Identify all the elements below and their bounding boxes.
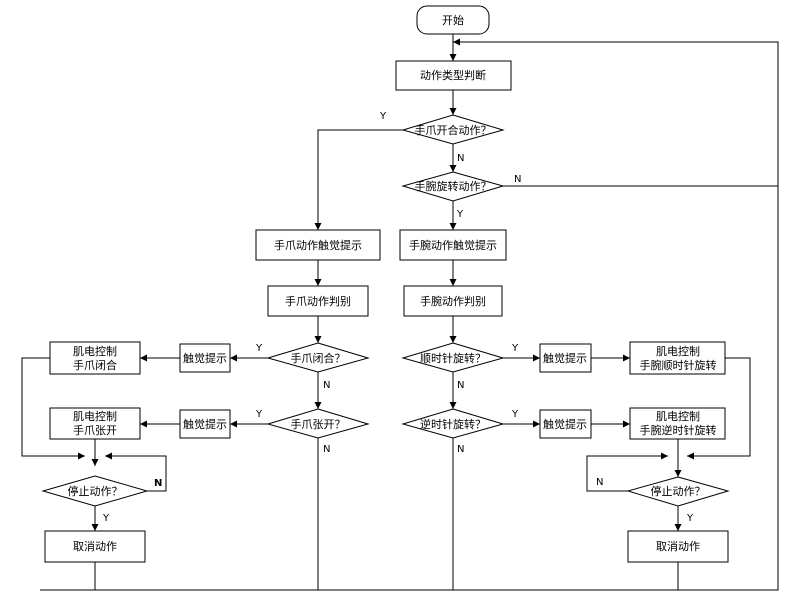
- cw-rotate-decision-label: 顺时针旋转？: [420, 351, 486, 365]
- edge-emg-cw-merge: [687, 357, 751, 460]
- wrist-tactile-box: [399, 229, 507, 261]
- tactile-box-2: [179, 409, 231, 439]
- label-stop-left-no: N: [154, 478, 162, 489]
- connectors: [21, 34, 779, 591]
- tactile-box-4: [539, 409, 592, 439]
- tactile-box-3: [539, 343, 592, 373]
- tactile-label-2: 触觉提示: [183, 417, 227, 431]
- edge-stop-left-no: [105, 452, 167, 492]
- cancel-right-label: 取消动作: [656, 539, 700, 553]
- edge-return-loop: [40, 38, 779, 591]
- label-ccw-no: N: [457, 444, 464, 455]
- edge-emg-close-merge: [21, 357, 85, 460]
- label-ccw-yes: Y: [511, 409, 519, 420]
- tactile-box-1: [179, 343, 231, 373]
- open-close-decision-label: 手爪开合动作？: [415, 123, 492, 137]
- wrist-rotate-decision: [401, 171, 505, 202]
- label-wrist-no: N: [514, 174, 521, 185]
- cancel-right-box: [627, 530, 729, 563]
- open-close-decision: [401, 114, 505, 145]
- edge-openclose-yes: [314, 129, 403, 230]
- emg-wrist-ccw-line1: 肌电控制: [656, 409, 700, 423]
- emg-wrist-cw-box: [629, 341, 726, 375]
- stop-right-decision: [626, 476, 730, 507]
- cw-rotate-decision: [401, 342, 505, 373]
- ccw-rotate-decision-label: 逆时针旋转？: [420, 417, 486, 431]
- label-cw-no: N: [457, 380, 464, 391]
- edge-stop-right-no: [586, 452, 668, 492]
- emg-wrist-ccw-box: [629, 407, 726, 440]
- wrist-rotate-decision-label: 手腕旋转动作？: [415, 179, 492, 193]
- ccw-rotate-decision: [401, 408, 505, 439]
- stop-left-decision-label: 停止动作？: [68, 484, 123, 498]
- emg-claw-close-line2: 手爪闭合: [73, 358, 117, 372]
- stop-left-decision: [41, 475, 149, 507]
- label-openclose-yes: Y: [379, 111, 387, 122]
- start-terminal: [416, 5, 490, 35]
- claw-close-decision-label: 手爪闭合？: [291, 351, 346, 365]
- claw-tactile-label: 手爪动作触觉提示: [274, 238, 362, 252]
- label-cw-yes: Y: [511, 343, 519, 354]
- emg-wrist-ccw-line2: 手腕逆时针旋转: [640, 423, 717, 437]
- label-claw-open-yes: Y: [255, 409, 263, 420]
- cancel-left-label: 取消动作: [73, 539, 117, 553]
- wrist-judge-box: [403, 285, 503, 317]
- claw-close-decision: [266, 342, 370, 373]
- tactile-label-3: 触觉提示: [543, 351, 587, 365]
- emg-claw-close-line1: 肌电控制: [73, 344, 117, 358]
- claw-judge-label: 手爪动作判别: [285, 294, 351, 308]
- label-stop-right-yes: Y: [686, 513, 694, 524]
- action-type-box: [395, 60, 512, 91]
- claw-judge-box: [267, 285, 369, 317]
- claw-open-decision: [266, 408, 370, 439]
- label-claw-close-yes: Y: [255, 343, 263, 354]
- label-stop-left-yes: Y: [102, 513, 110, 524]
- label-claw-open-no: N: [323, 444, 330, 455]
- action-type-label: 动作类型判断: [420, 68, 486, 82]
- emg-claw-close-box: [49, 341, 141, 375]
- label-stop-right-no: N: [596, 477, 603, 488]
- label-claw-close-no: N: [323, 380, 330, 391]
- start-label: 开始: [442, 13, 464, 27]
- emg-claw-open-box: [49, 407, 141, 440]
- claw-open-decision-label: 手爪张开？: [291, 417, 346, 431]
- tactile-label-1: 触觉提示: [183, 351, 227, 365]
- label-wrist-yes: Y: [456, 209, 464, 220]
- stop-right-decision-label: 停止动作？: [651, 484, 706, 498]
- emg-claw-open-line1: 肌电控制: [73, 409, 117, 423]
- tactile-label-4: 触觉提示: [543, 417, 587, 431]
- emg-wrist-cw-line1: 肌电控制: [656, 344, 700, 358]
- wrist-tactile-label: 手腕动作触觉提示: [409, 238, 497, 252]
- label-openclose-no: N: [457, 153, 464, 164]
- emg-claw-open-line2: 手爪张开: [73, 423, 117, 437]
- wrist-judge-label: 手腕动作判别: [420, 294, 486, 308]
- emg-wrist-cw-line2: 手腕顺时针旋转: [640, 358, 717, 372]
- cancel-left-box: [44, 530, 146, 563]
- claw-tactile-box: [255, 229, 381, 261]
